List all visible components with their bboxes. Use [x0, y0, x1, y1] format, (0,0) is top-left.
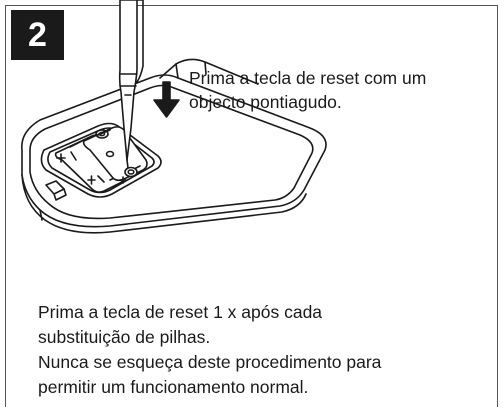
instruction-panel	[5, 5, 498, 407]
reset-instruction-callout: Prima a tecla de reset com um objecto po…	[189, 66, 489, 114]
down-arrow-icon	[153, 81, 180, 118]
callout-line-2: objecto pontiagudo.	[189, 92, 342, 112]
note-line-4: permitir um funcionamento normal.	[38, 377, 309, 397]
note-line-3: Nunca se esqueça deste procedimento para	[38, 352, 382, 372]
callout-line-1: Prima a tecla de reset com um	[189, 68, 427, 88]
step-number-badge: 2	[11, 10, 64, 60]
reset-note: Prima a tecla de reset 1 x após cada sub…	[38, 300, 478, 400]
note-line-2: substituição de pilhas.	[38, 327, 211, 347]
pointed-tool-icon	[118, 0, 144, 169]
note-line-1: Prima a tecla de reset 1 x após cada	[38, 302, 323, 322]
